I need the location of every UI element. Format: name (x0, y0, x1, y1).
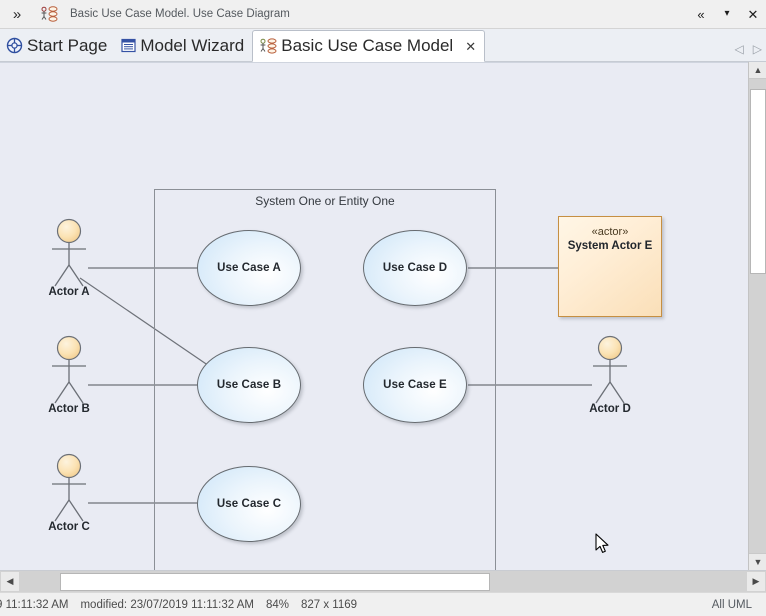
close-window-button[interactable]: ✕ (747, 6, 759, 22)
use-case-label: Use Case E (383, 379, 447, 391)
triangle-down-icon: ▼ (753, 556, 763, 567)
start-page-icon (6, 37, 23, 54)
use-case-label: Use Case D (382, 262, 448, 274)
system-boundary-label: System One or Entity One (255, 194, 395, 208)
use-case-d[interactable]: Use Case D (363, 230, 467, 306)
diagram-canvas[interactable]: System One or Entity One Actor A (0, 63, 744, 570)
use-case-label: Use Case C (216, 498, 282, 510)
actor-label: Actor A (48, 286, 90, 298)
system-actor-label: System Actor E (567, 240, 653, 252)
scroll-left-button[interactable]: ◀ (1, 572, 19, 591)
diagram-canvas-viewport[interactable]: System One or Entity One Actor A (0, 62, 766, 570)
status-zoom-level: 84% (265, 598, 289, 611)
status-bar: 9 11:11:32 AM modified: 23/07/2019 11:11… (0, 592, 766, 616)
system-boundary[interactable] (154, 189, 496, 570)
triangle-up-icon: ▲ (753, 64, 763, 75)
actor-figure-icon (52, 335, 86, 404)
actor-b[interactable]: Actor B (41, 335, 97, 419)
status-left-group: 9 11:11:32 AM modified: 23/07/2019 11:11… (0, 599, 369, 611)
horizontal-scroll-thumb[interactable] (60, 573, 490, 591)
status-perspective: All UML (711, 598, 752, 611)
actor-label: Actor C (48, 521, 90, 533)
use-case-diagram-icon (259, 38, 277, 54)
scroll-right-button[interactable]: ▶ (747, 572, 765, 591)
tab-label: Start Page (27, 35, 108, 55)
actor-figure-icon (52, 218, 86, 287)
window-title: Basic Use Case Model. Use Case Diagram (70, 8, 290, 20)
status-page-size: 827 x 1169 (300, 598, 358, 611)
tab-start-page[interactable]: Start Page (0, 30, 115, 61)
system-actor-e[interactable]: «actor» System Actor E (558, 216, 662, 317)
collapse-button[interactable]: « (697, 6, 705, 22)
vertical-scroll-thumb[interactable] (750, 89, 766, 274)
tab-strip: Start Page Model Wizard (0, 29, 766, 62)
scroll-up-button[interactable]: ▲ (749, 62, 766, 79)
use-case-b[interactable]: Use Case B (197, 347, 301, 423)
use-case-diagram-icon (34, 6, 64, 22)
tab-model-wizard[interactable]: Model Wizard (115, 30, 252, 61)
chevron-double-right-icon[interactable]: » (12, 5, 22, 23)
use-case-e[interactable]: Use Case E (363, 347, 467, 423)
actor-figure-icon (593, 335, 627, 404)
status-created-timestamp: 9 11:11:32 AM (0, 598, 69, 611)
use-case-label: Use Case A (217, 262, 281, 274)
mouse-cursor (595, 533, 611, 560)
triangle-left-icon: ◀ (6, 576, 14, 586)
actor-a[interactable]: Actor A (41, 218, 97, 302)
tab-next-icon[interactable]: ▷ (752, 42, 762, 56)
tab-navigation: ◁ ▷ (735, 43, 762, 55)
use-case-label: Use Case B (216, 379, 282, 391)
actor-figure-icon (52, 453, 86, 522)
status-modified-timestamp: modified: 23/07/2019 11:11:32 AM (80, 598, 254, 611)
triangle-right-icon: ▶ (752, 576, 760, 586)
vertical-scrollbar[interactable]: ▲ ▼ (748, 62, 766, 570)
window-title-bar: » Basic Use Case Model. Use Case Diagram… (0, 0, 766, 29)
actor-label: Actor B (48, 403, 90, 415)
stereotype-label: «actor» (591, 226, 629, 238)
horizontal-scrollbar[interactable]: ◀ ▶ (0, 570, 766, 592)
use-case-c[interactable]: Use Case C (197, 466, 301, 542)
tab-label: Model Wizard (140, 35, 245, 55)
actor-c[interactable]: Actor C (41, 453, 97, 537)
tab-close-button[interactable]: ✕ (465, 38, 477, 54)
model-wizard-icon (121, 38, 136, 53)
tab-label: Basic Use Case Model (281, 36, 454, 55)
actor-label: Actor D (589, 403, 631, 415)
actor-d[interactable]: Actor D (582, 335, 638, 419)
use-case-a[interactable]: Use Case A (197, 230, 301, 306)
dropdown-menu-button[interactable]: ▾ (724, 8, 730, 19)
tab-prev-icon[interactable]: ◁ (734, 42, 744, 56)
scroll-down-button[interactable]: ▼ (749, 553, 766, 570)
tab-basic-use-case-model[interactable]: Basic Use Case Model ✕ (252, 30, 486, 62)
